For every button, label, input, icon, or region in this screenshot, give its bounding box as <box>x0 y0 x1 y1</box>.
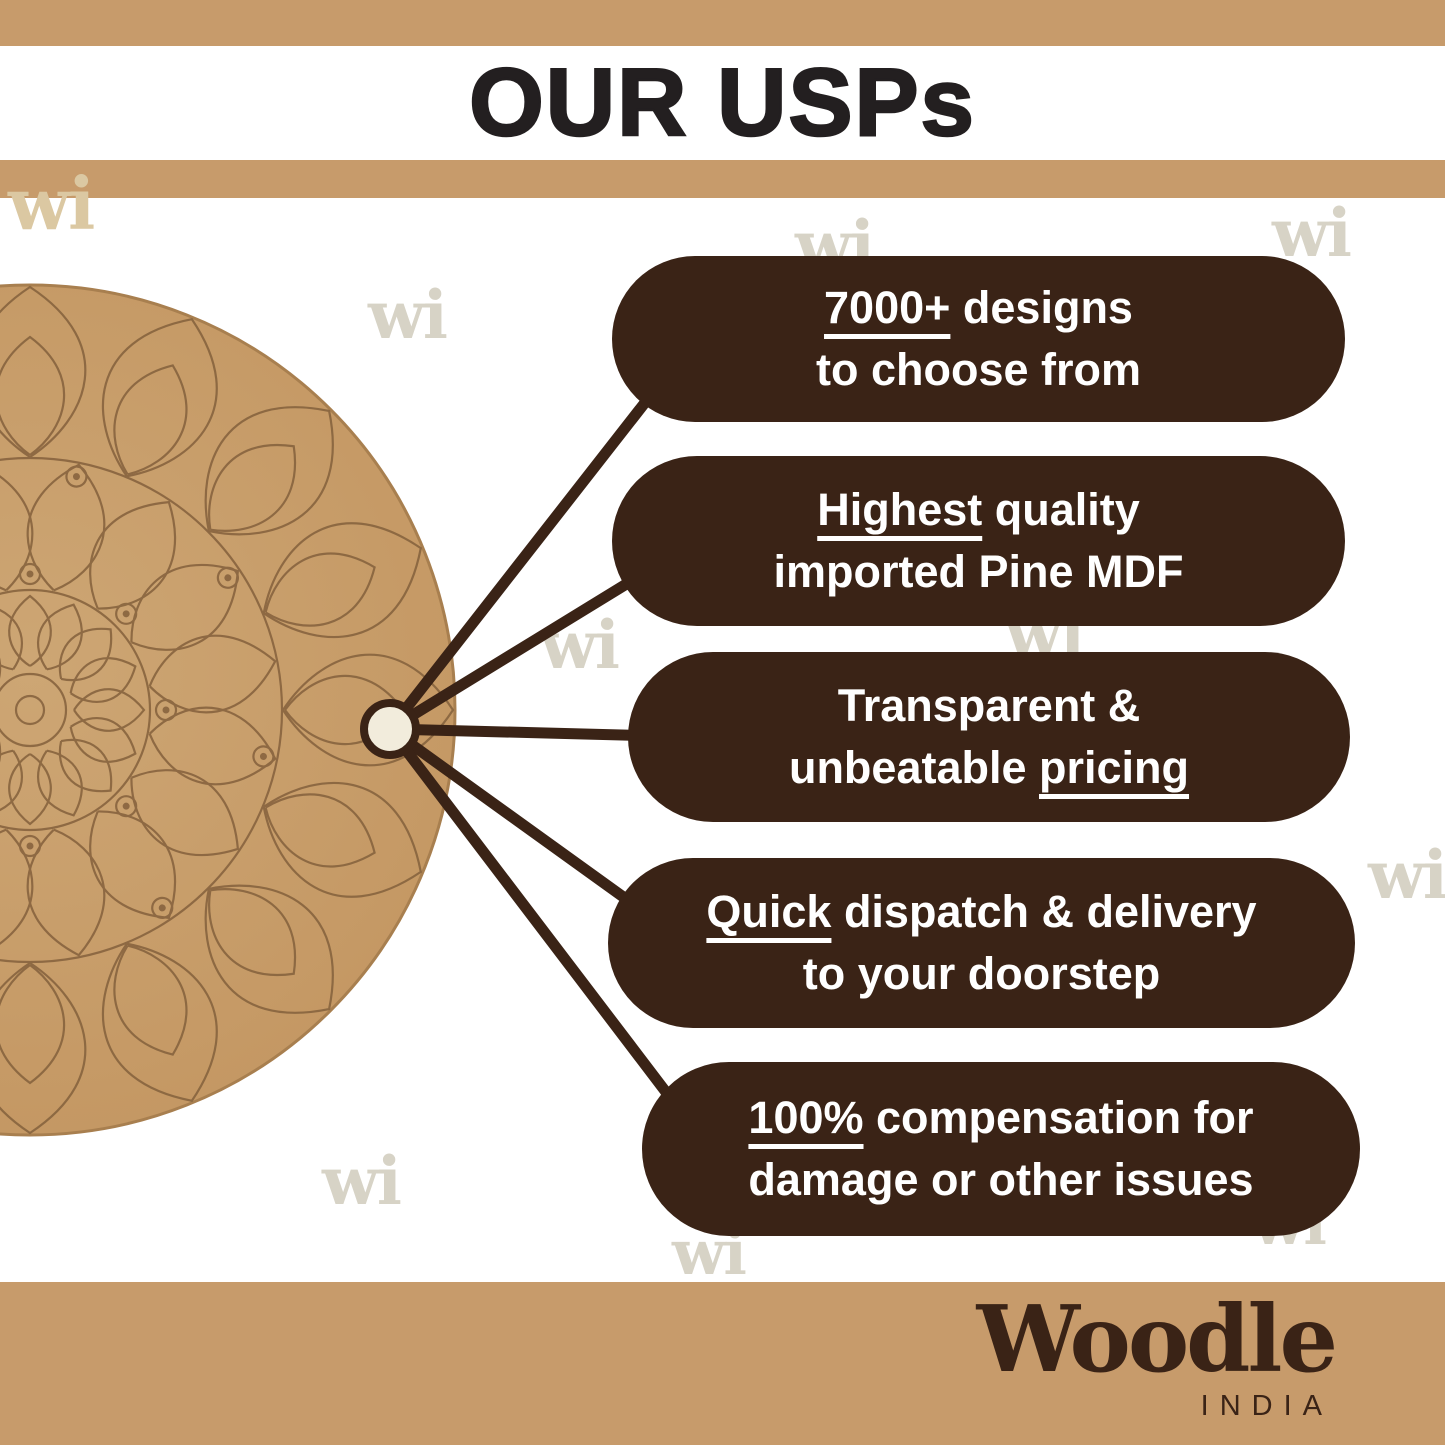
usp-line: Quick dispatch & delivery <box>706 881 1256 943</box>
footer-band <box>0 1282 1445 1445</box>
usp-text: to your doorstep <box>802 948 1161 999</box>
usp-underlined-text: 100% <box>748 1092 864 1143</box>
usp-underlined-text: pricing <box>1039 742 1190 793</box>
usp-text: Transparent & <box>837 680 1141 731</box>
usp-line: damage or other issues <box>748 1149 1253 1211</box>
usp-line: 100% compensation for <box>748 1087 1253 1149</box>
usp-text: unbeatable <box>788 742 1040 793</box>
usp-text: quality <box>982 484 1140 535</box>
usp-underlined-text: 7000+ <box>824 282 951 333</box>
brand-logo-name: Woodle <box>976 1285 1338 1393</box>
usp-line: 7000+ designs <box>824 277 1133 339</box>
usp-line: to choose from <box>816 339 1141 401</box>
brand-watermark: wi <box>322 1142 402 1220</box>
page-title: OUR USPs <box>468 48 976 158</box>
usp-text: imported Pine MDF <box>773 546 1184 597</box>
tan-strip-top <box>0 0 1445 46</box>
usp-pill: Transparent & unbeatable pricing <box>628 652 1350 822</box>
brand-watermark: wi <box>1272 194 1352 272</box>
usp-underlined-text: Highest <box>817 484 983 535</box>
usp-line: Transparent & <box>838 675 1141 737</box>
brand-watermark: wi <box>368 276 448 354</box>
brand-logo: Woodle INDIA <box>976 1285 1338 1423</box>
brand-watermark: wi <box>1368 836 1445 914</box>
usp-underlined-text: Quick <box>706 886 832 937</box>
usp-line: Highest quality <box>817 479 1140 541</box>
tan-strip-under-title <box>0 160 1445 198</box>
brand-logo-country: INDIA <box>1200 1390 1333 1422</box>
usp-line: to your doorstep <box>803 943 1161 1005</box>
mdf-mandala-cutout <box>0 283 457 1137</box>
usp-text: compensation for <box>863 1092 1254 1143</box>
title-band: OUR USPs <box>0 46 1445 160</box>
usp-line: imported Pine MDF <box>773 541 1183 603</box>
usp-text: to choose from <box>815 344 1142 395</box>
usp-text: damage or other issues <box>748 1154 1254 1205</box>
brand-watermark: wi <box>8 161 95 246</box>
usp-text: designs <box>950 282 1133 333</box>
connector-hub-dot <box>360 699 420 759</box>
usp-text: dispatch & delivery <box>831 886 1257 937</box>
usp-line: unbeatable pricing <box>789 737 1189 799</box>
